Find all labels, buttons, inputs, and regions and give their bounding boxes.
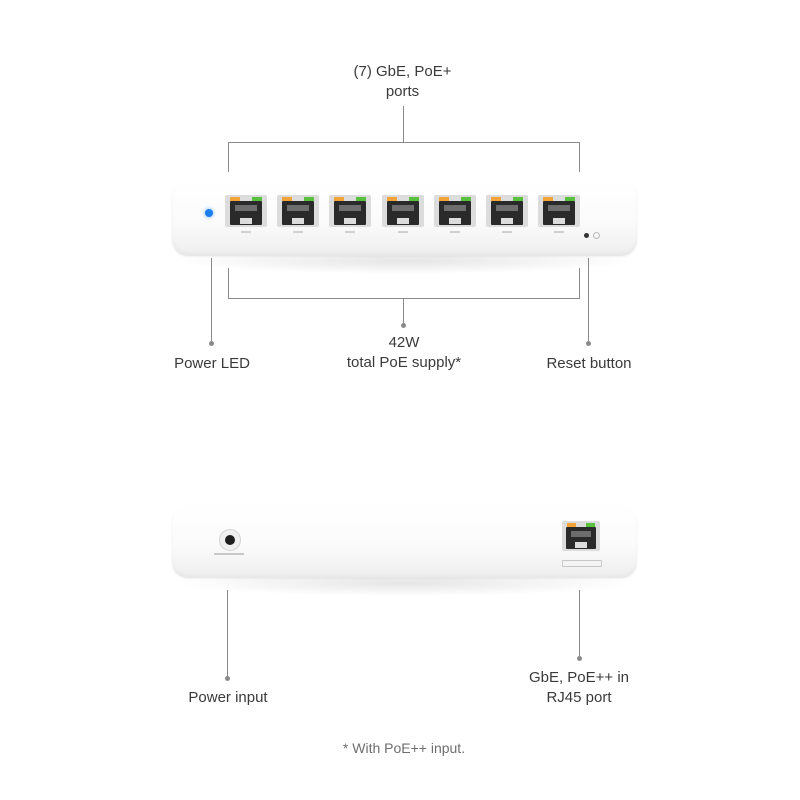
uplink-port-label: GbE, PoE++ in RJ45 port (510, 668, 648, 708)
poe-callout-stem (403, 298, 404, 325)
poe-bracket-left (228, 268, 229, 298)
front-rj45-port-1[interactable] (225, 195, 267, 227)
port-number-mark-icon (277, 231, 319, 233)
port-activity-led-icon (230, 197, 240, 201)
poe-budget-line2: total PoE supply* (346, 354, 462, 371)
front-rj45-port-7[interactable] (538, 195, 581, 227)
port-activity-led-icon (386, 197, 397, 201)
reset-glyph-icon (593, 232, 600, 239)
footnote: * With PoE++ input. (342, 740, 466, 756)
port-activity-led-icon (543, 197, 554, 201)
reset-button-label: Reset button (546, 355, 632, 372)
reset-button-icon[interactable] (584, 233, 589, 238)
front-rj45-port-4[interactable] (381, 195, 424, 227)
front-rj45-port-6[interactable] (486, 195, 528, 227)
poe-budget-line1: 42W (388, 334, 420, 351)
power-input-leader-dot (225, 676, 230, 681)
power-led-leader (211, 258, 212, 343)
port-link-led-icon (408, 197, 419, 201)
uplink-label-line1: GbE, PoE++ in (528, 669, 630, 686)
ports-callout-stem (403, 106, 404, 142)
uplink-leader (579, 590, 580, 658)
port-number-mark-icon (434, 231, 476, 233)
port-activity-led-icon (491, 197, 501, 201)
ports-callout-line2: ports (385, 83, 420, 100)
ports-bracket-right (579, 142, 580, 172)
uplink-rj45-port[interactable] (562, 521, 600, 551)
front-device-body (172, 180, 637, 256)
power-led-label: Power LED (174, 355, 250, 372)
ports-bracket-top (228, 142, 580, 143)
power-led-leader-dot (209, 341, 214, 346)
poe-bracket-right (579, 268, 580, 298)
poe-budget-label: 42W total PoE supply* (318, 333, 490, 373)
front-rj45-port-5[interactable] (433, 195, 476, 227)
port-link-led-icon (460, 197, 471, 201)
uplink-label-line2: RJ45 port (546, 689, 612, 706)
power-led-icon (205, 209, 213, 217)
reset-leader (588, 258, 589, 343)
power-jack-caption-icon (214, 553, 244, 555)
port-activity-led-icon (438, 197, 449, 201)
power-input-jack-icon[interactable] (219, 529, 241, 551)
poe-callout-dot (401, 323, 406, 328)
port-link-led-icon (252, 197, 262, 201)
front-rj45-port-3[interactable] (329, 195, 372, 227)
poe-bracket-bottom (228, 298, 580, 299)
ports-bracket-left (228, 142, 229, 172)
power-input-label: Power input (188, 689, 268, 706)
port-activity-led-icon (282, 197, 293, 201)
port-activity-led-icon (334, 197, 345, 201)
power-input-leader (227, 590, 228, 678)
port-number-mark-icon (382, 231, 424, 233)
port-link-led-icon (304, 197, 315, 201)
uplink-port-caption-icon (562, 560, 602, 567)
ports-callout-line1: (7) GbE, PoE+ (353, 63, 452, 80)
back-device-body (172, 506, 637, 578)
reset-leader-dot (586, 341, 591, 346)
port-link-led-icon (356, 197, 367, 201)
port-number-mark-icon (486, 231, 528, 233)
port-number-mark-icon (225, 231, 267, 233)
port-number-mark-icon (329, 231, 371, 233)
front-rj45-port-2[interactable] (277, 195, 320, 227)
ports-callout-label: (7) GbE, PoE+ ports (330, 62, 475, 102)
port-number-mark-icon (538, 231, 580, 233)
port-link-led-icon (513, 197, 523, 201)
uplink-leader-dot (577, 656, 582, 661)
port-link-led-icon (565, 197, 576, 201)
